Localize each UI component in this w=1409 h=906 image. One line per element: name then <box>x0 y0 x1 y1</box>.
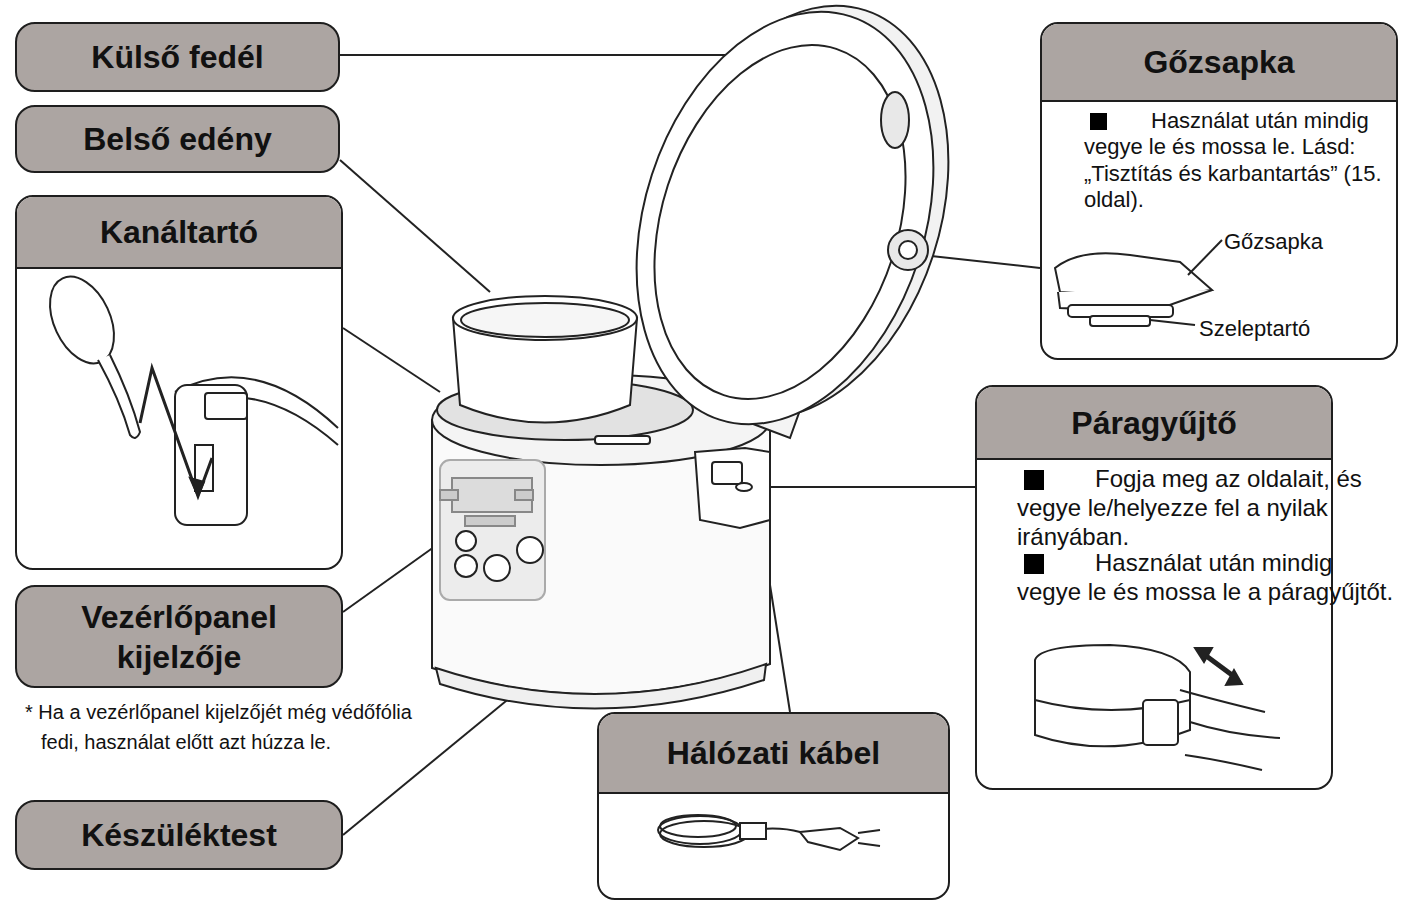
panel-header: Páragyűjtő <box>977 387 1331 460</box>
instruction-text: Használat után mindig vegye le és mossa … <box>1084 108 1400 214</box>
callout-panel: GőzsapkaHasználat után mindig vegye le é… <box>1040 22 1398 360</box>
part-label-box: Vezérlőpanel kijelzője <box>15 585 343 688</box>
part-label-box: Belső edény <box>15 105 340 173</box>
steam-cap-illustration <box>1055 240 1222 326</box>
part-name: Vezérlőpanel kijelzője <box>17 597 341 677</box>
panel-title: Páragyűjtő <box>1071 403 1236 443</box>
part-name: Készüléktest <box>81 815 277 855</box>
spoon-holder-illustration <box>37 266 338 525</box>
callout-panel: Kanáltartó <box>15 195 343 570</box>
cooker-body <box>432 375 770 709</box>
instruction-text: Használat után mindig vegye le és mossa … <box>1017 549 1395 607</box>
callout-panel: Hálózati kábel <box>597 712 950 900</box>
inner-pot <box>453 296 637 423</box>
panel-header: Hálózati kábel <box>599 714 948 794</box>
part-name: Külső fedél <box>91 37 263 77</box>
part-name: Gőzsapka <box>1224 229 1323 255</box>
footnote: * Ha a vezérlőpanel kijelzőjét még védőf… <box>25 697 416 757</box>
bullet-square <box>1024 470 1044 490</box>
panel-title: Hálózati kábel <box>667 733 880 773</box>
panel-title: Gőzsapka <box>1143 42 1294 82</box>
panel-title: Kanáltartó <box>100 212 258 252</box>
bullet-square <box>1090 113 1107 130</box>
outer-lid <box>586 0 998 463</box>
power-cable-illustration <box>658 815 880 850</box>
part-label-box: Készüléktest <box>15 800 343 870</box>
panel-header: Gőzsapka <box>1042 24 1396 102</box>
instruction-text: Fogja meg az oldalait, és vegye le/helye… <box>1017 465 1395 551</box>
part-name: Szeleptartó <box>1199 316 1310 342</box>
callout-panel: PáragyűjtőFogja meg az oldalait, és vegy… <box>975 385 1333 790</box>
part-label-box: Külső fedél <box>15 22 340 92</box>
bullet-square <box>1024 554 1044 574</box>
part-name: Belső edény <box>83 119 272 159</box>
panel-header: Kanáltartó <box>17 197 341 269</box>
condensation-collector-illustration <box>1035 645 1280 770</box>
